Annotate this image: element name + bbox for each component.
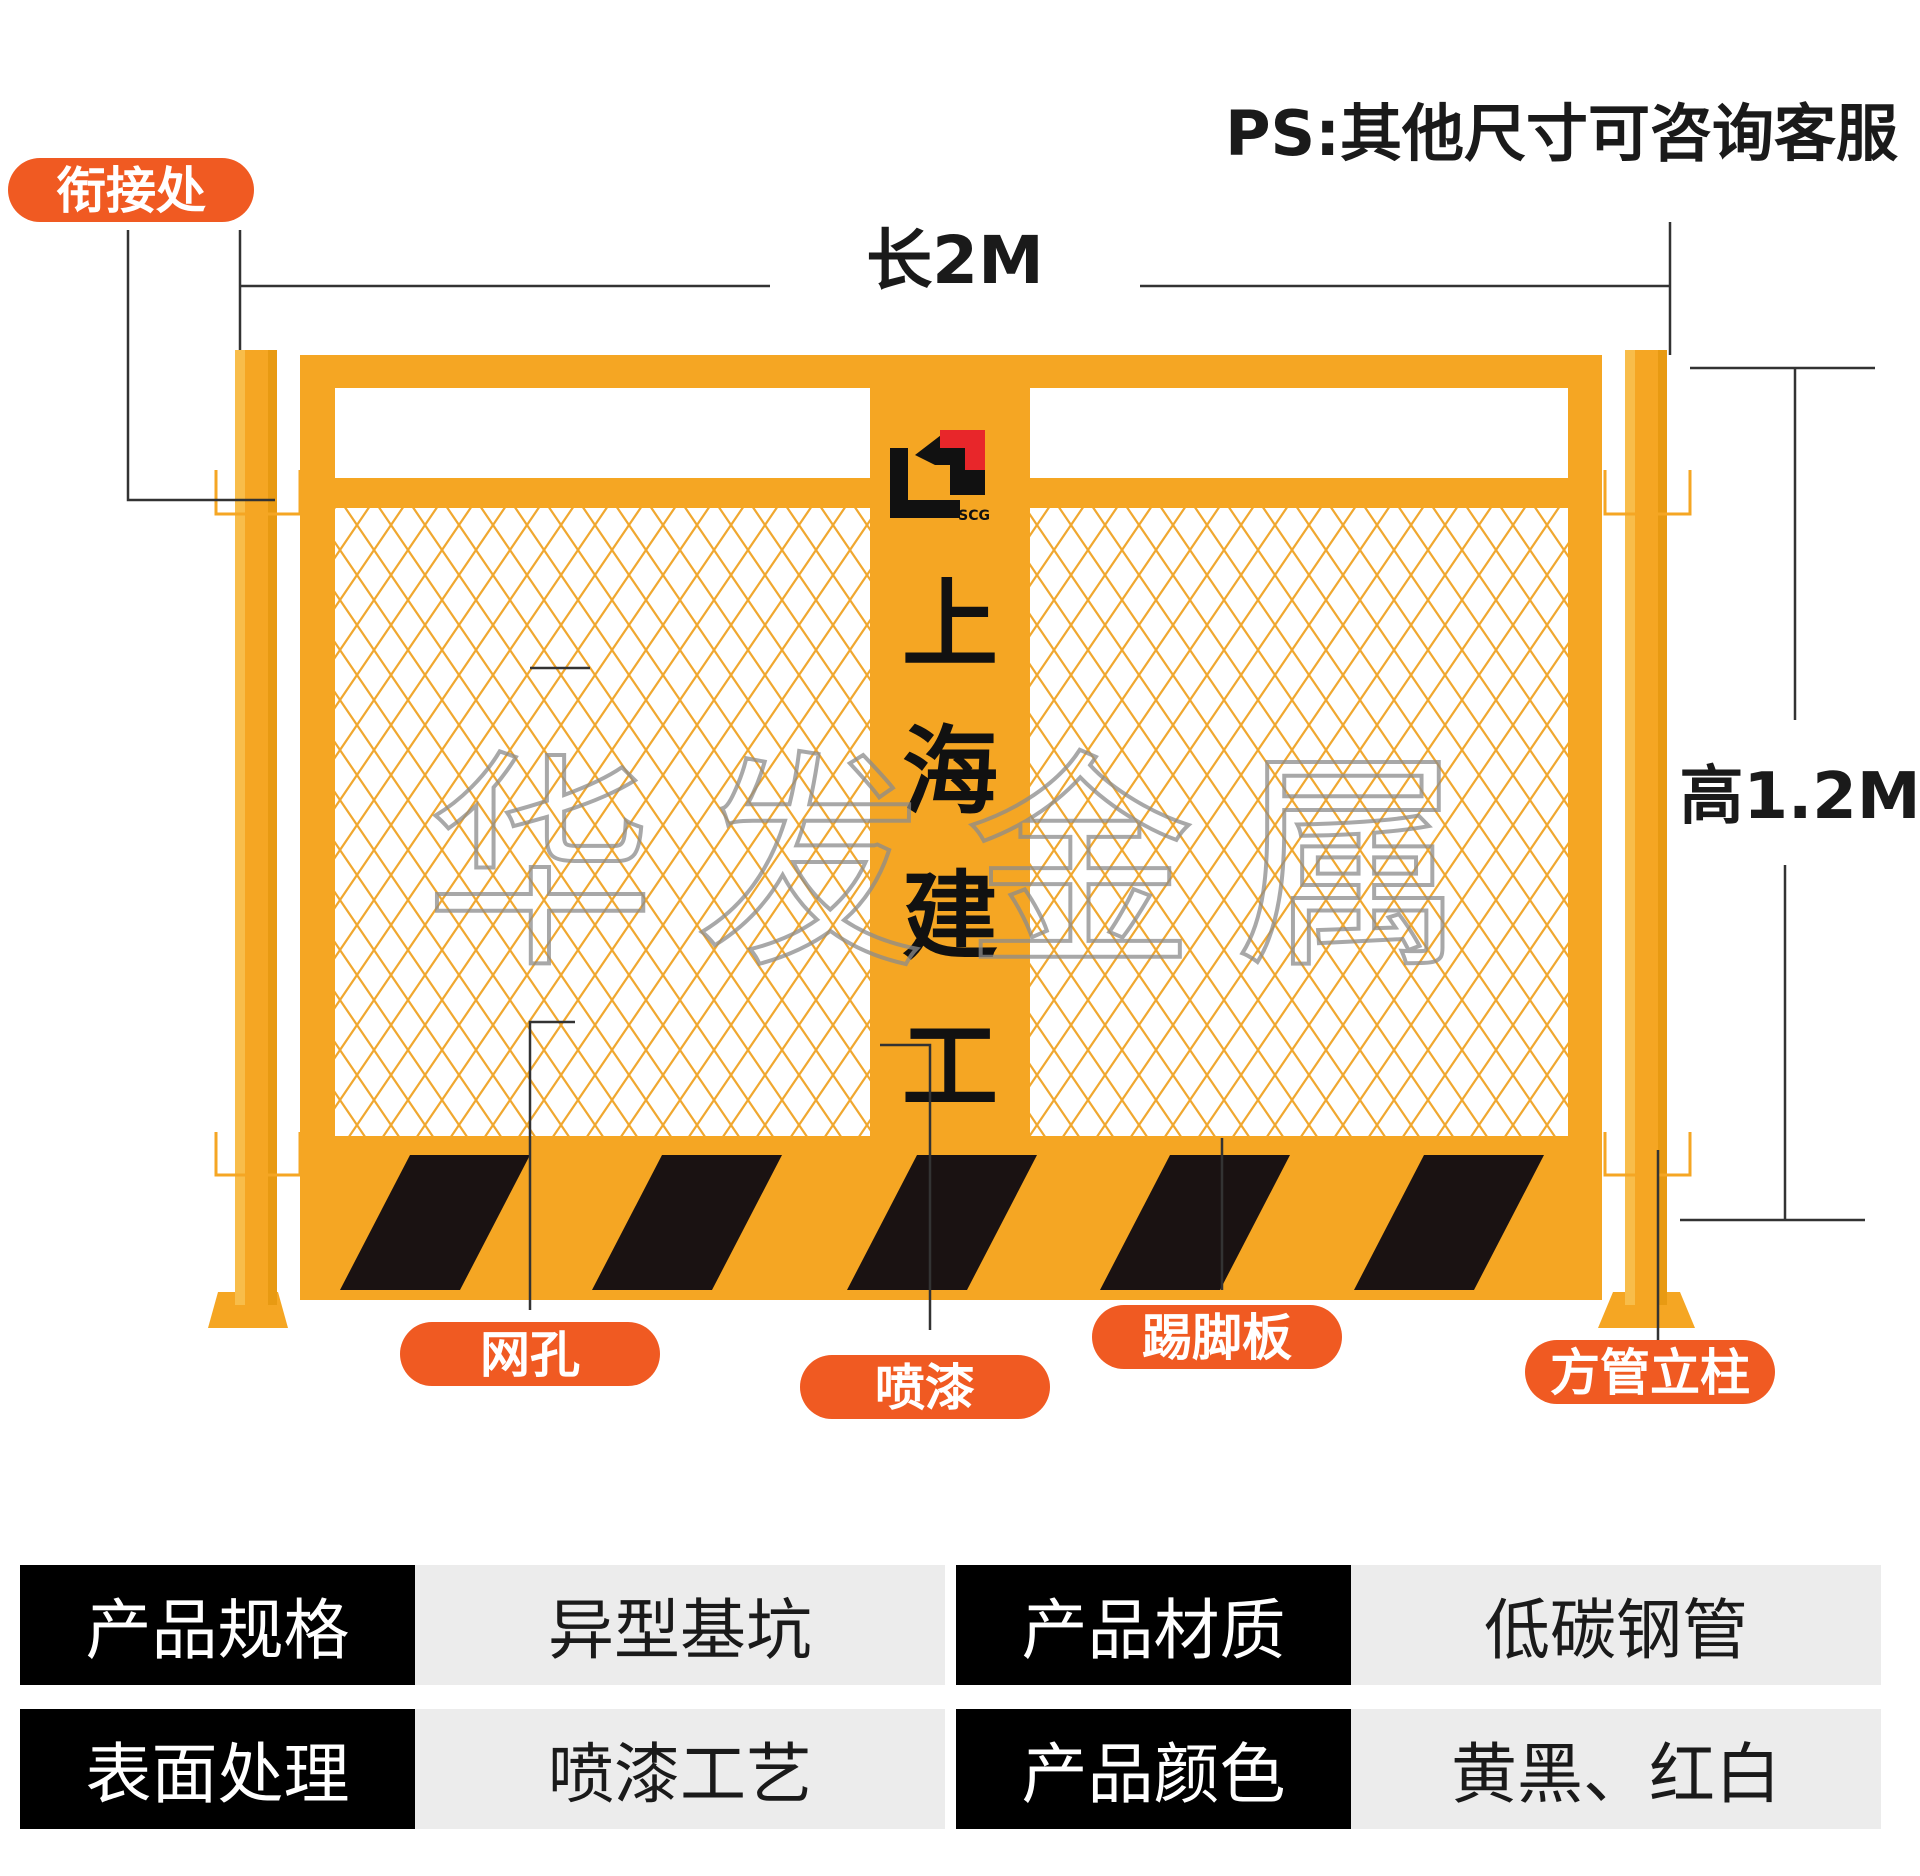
svg-text:方管立柱: 方管立柱	[1550, 1344, 1750, 1402]
callout-post: 方管立柱	[1525, 1340, 1775, 1404]
scg-logo: SCG	[890, 430, 990, 524]
left-post	[208, 350, 302, 1328]
spec-key: 产品颜色	[956, 1709, 1351, 1829]
callout-mesh: 网孔	[400, 1322, 660, 1386]
spec-key: 表面处理	[20, 1709, 415, 1829]
spec-value: 低碳钢管	[1351, 1565, 1881, 1685]
sign-char-1: 上	[902, 569, 998, 681]
spec-key: 产品材质	[956, 1565, 1351, 1685]
callout-joint: 衔接处	[8, 158, 254, 222]
sign-char-3: 建	[902, 861, 998, 973]
height-dimension: 高1.2M	[1679, 366, 1920, 1222]
height-label: 高1.2M	[1679, 760, 1920, 834]
svg-text:喷漆: 喷漆	[875, 1359, 975, 1417]
svg-text:衔接处: 衔接处	[56, 162, 206, 220]
spec-value: 喷漆工艺	[415, 1709, 945, 1829]
fence-panel	[300, 355, 1602, 1300]
note-text: PS:其他尺寸可咨询客服	[1225, 97, 1898, 170]
fence-diagram: PS:其他尺寸可咨询客服 长2M 高1.2M	[8, 97, 1920, 1419]
svg-text:踢脚板: 踢脚板	[1142, 1309, 1292, 1367]
callout-lines	[126, 230, 1660, 1340]
sign-char-4: 工	[902, 1011, 998, 1123]
spec-table: 产品规格 异型基坑 产品材质 低碳钢管 表面处理 喷漆工艺 产品颜色 黄黑、红白	[20, 1565, 1882, 1853]
kickboard	[340, 1155, 1544, 1290]
spec-value: 异型基坑	[415, 1565, 945, 1685]
watermark-text: 华发金属	[425, 733, 1505, 1000]
mesh-right	[1030, 508, 1568, 1136]
logo-text: SCG	[958, 508, 990, 524]
spec-key: 产品规格	[20, 1565, 415, 1685]
length-label: 长2M	[866, 222, 1044, 299]
spec-row: 产品规格 异型基坑 产品材质 低碳钢管	[20, 1565, 1882, 1685]
spec-row: 表面处理 喷漆工艺 产品颜色 黄黑、红白	[20, 1709, 1882, 1829]
callout-paint: 喷漆	[800, 1355, 1050, 1419]
sign-char-2: 海	[902, 716, 998, 828]
sign-text: 上 海 建 工	[902, 569, 998, 1123]
length-dimension: 长2M	[238, 222, 1672, 355]
spec-value: 黄黑、红白	[1351, 1709, 1881, 1829]
right-post	[1598, 350, 1695, 1328]
svg-text:网孔: 网孔	[480, 1326, 580, 1384]
mesh-left	[335, 508, 870, 1136]
callout-kickboard: 踢脚板	[1092, 1305, 1342, 1369]
